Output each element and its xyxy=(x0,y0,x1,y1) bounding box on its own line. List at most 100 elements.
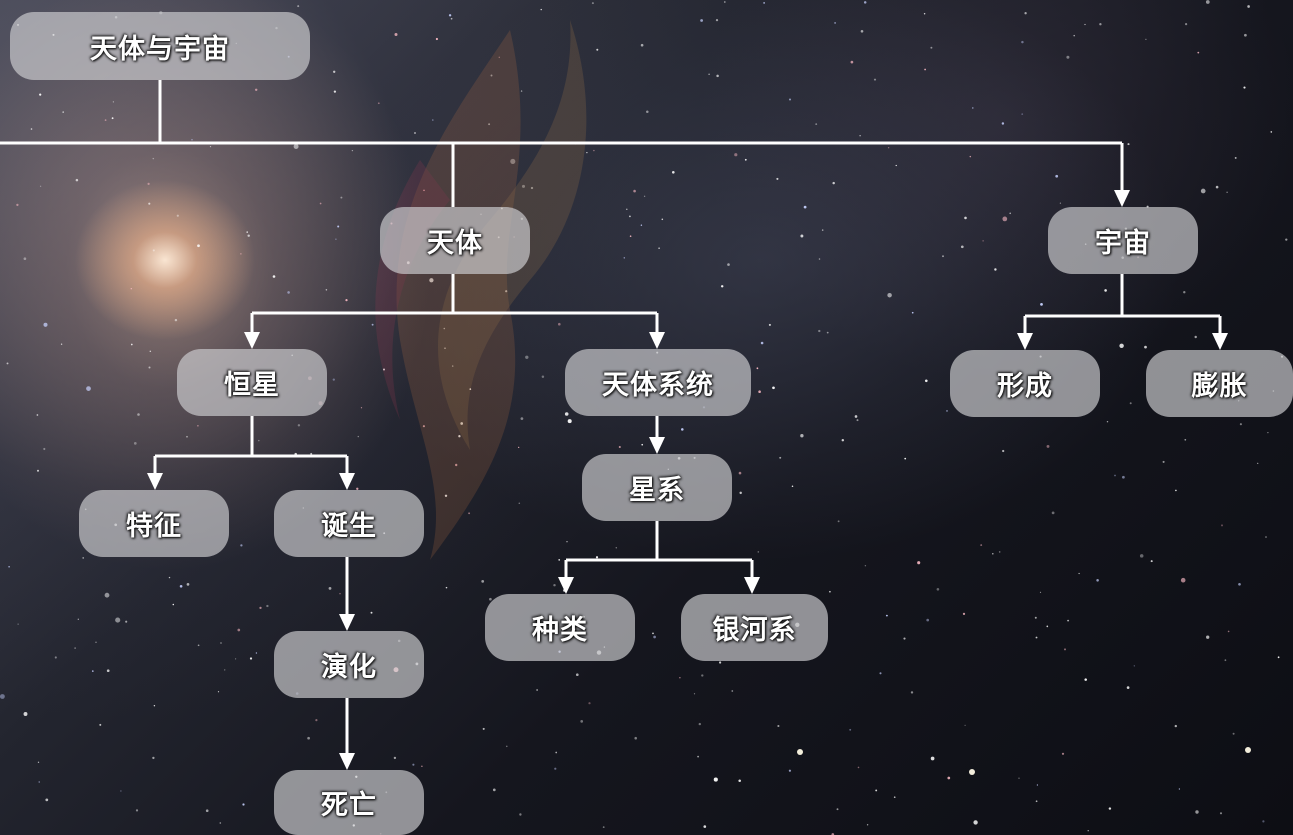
arrowhead-icon xyxy=(147,473,163,490)
arrowhead-icon xyxy=(1017,333,1033,350)
star-dot xyxy=(319,202,322,205)
bright-star xyxy=(969,769,975,775)
star-dot xyxy=(23,257,27,261)
node-features: 特征 xyxy=(79,490,229,557)
star-dot xyxy=(115,617,121,623)
star-dot xyxy=(887,147,890,149)
star-dot xyxy=(698,722,701,726)
star-dot xyxy=(6,362,9,365)
star-dot xyxy=(964,724,966,727)
star-dot xyxy=(1175,489,1177,492)
star-dot xyxy=(856,419,859,422)
star-dot xyxy=(818,329,821,333)
star-dot xyxy=(633,189,636,193)
star-dot xyxy=(45,798,49,802)
star-dot xyxy=(1234,156,1237,159)
star-dot xyxy=(224,669,226,671)
star-dot xyxy=(1243,86,1246,89)
star-dot xyxy=(450,17,453,20)
star-dot xyxy=(458,435,461,438)
star-dot xyxy=(75,178,79,182)
star-dot xyxy=(152,756,155,760)
star-dot xyxy=(451,365,454,367)
star-dot xyxy=(258,439,260,442)
star-dot xyxy=(1270,131,1273,133)
star-dot xyxy=(580,720,584,723)
star-dot xyxy=(412,763,415,766)
star-dot xyxy=(209,146,212,148)
arrowhead-icon xyxy=(244,332,260,349)
star-dot xyxy=(293,144,299,149)
star-dot xyxy=(1084,23,1086,26)
star-dot xyxy=(618,445,621,449)
star-dot xyxy=(39,185,42,187)
star-dot xyxy=(468,512,471,515)
star-dot xyxy=(240,253,242,255)
star-dot xyxy=(135,809,139,812)
star-dot xyxy=(859,135,861,137)
star-dot xyxy=(23,712,28,716)
star-dot xyxy=(435,37,438,41)
star-dot xyxy=(962,612,966,616)
star-dot xyxy=(219,822,222,824)
star-dot xyxy=(718,661,722,664)
star-dot xyxy=(235,658,237,660)
star-dot xyxy=(310,452,313,455)
star-dot xyxy=(149,350,152,353)
star-dot xyxy=(758,390,761,394)
star-dot xyxy=(602,826,605,828)
star-dot xyxy=(837,520,840,523)
star-dot xyxy=(422,425,425,428)
star-dot xyxy=(1122,475,1125,479)
star-dot xyxy=(800,234,804,238)
star-dot xyxy=(1046,444,1050,448)
star-dot xyxy=(738,471,742,475)
star-dot xyxy=(1267,431,1269,434)
star-dot xyxy=(646,110,649,113)
star-dot xyxy=(942,255,944,258)
star-dot xyxy=(445,586,448,589)
star-dot xyxy=(444,347,446,350)
star-dot xyxy=(832,181,835,185)
node-evolution: 演化 xyxy=(274,631,424,698)
star-dot xyxy=(661,218,664,221)
star-dot xyxy=(1087,830,1089,832)
star-dot xyxy=(1059,202,1062,204)
star-dot xyxy=(505,290,508,293)
star-dot xyxy=(357,435,359,438)
star-dot xyxy=(106,669,110,673)
star-dot xyxy=(431,119,434,121)
star-dot xyxy=(421,765,423,768)
star-dot xyxy=(488,123,491,126)
star-dot xyxy=(360,407,363,409)
star-dot xyxy=(1009,212,1011,215)
star-dot xyxy=(903,637,906,640)
star-dot xyxy=(763,2,765,4)
star-dot xyxy=(924,68,926,71)
star-dot xyxy=(615,547,618,549)
star-dot xyxy=(325,289,328,291)
star-dot xyxy=(307,736,310,740)
star-dot xyxy=(259,606,262,610)
star-dot xyxy=(866,824,869,826)
star-dot xyxy=(1262,820,1265,823)
star-dot xyxy=(498,56,501,59)
star-dot xyxy=(518,502,521,504)
star-dot xyxy=(1219,812,1223,815)
star-dot xyxy=(240,544,243,547)
star-dot xyxy=(176,214,179,217)
star-dot xyxy=(340,196,343,199)
star-dot xyxy=(1200,188,1206,194)
star-dot xyxy=(994,268,997,271)
star-dot xyxy=(854,415,858,418)
star-dot xyxy=(1194,335,1197,339)
star-dot xyxy=(414,132,416,134)
star-dot xyxy=(1064,648,1066,651)
arrowhead-icon xyxy=(339,614,355,631)
star-dot xyxy=(481,580,485,583)
star-dot xyxy=(423,189,425,192)
star-dot xyxy=(926,618,930,622)
star-dot xyxy=(1184,438,1187,441)
star-dot xyxy=(1195,810,1199,814)
